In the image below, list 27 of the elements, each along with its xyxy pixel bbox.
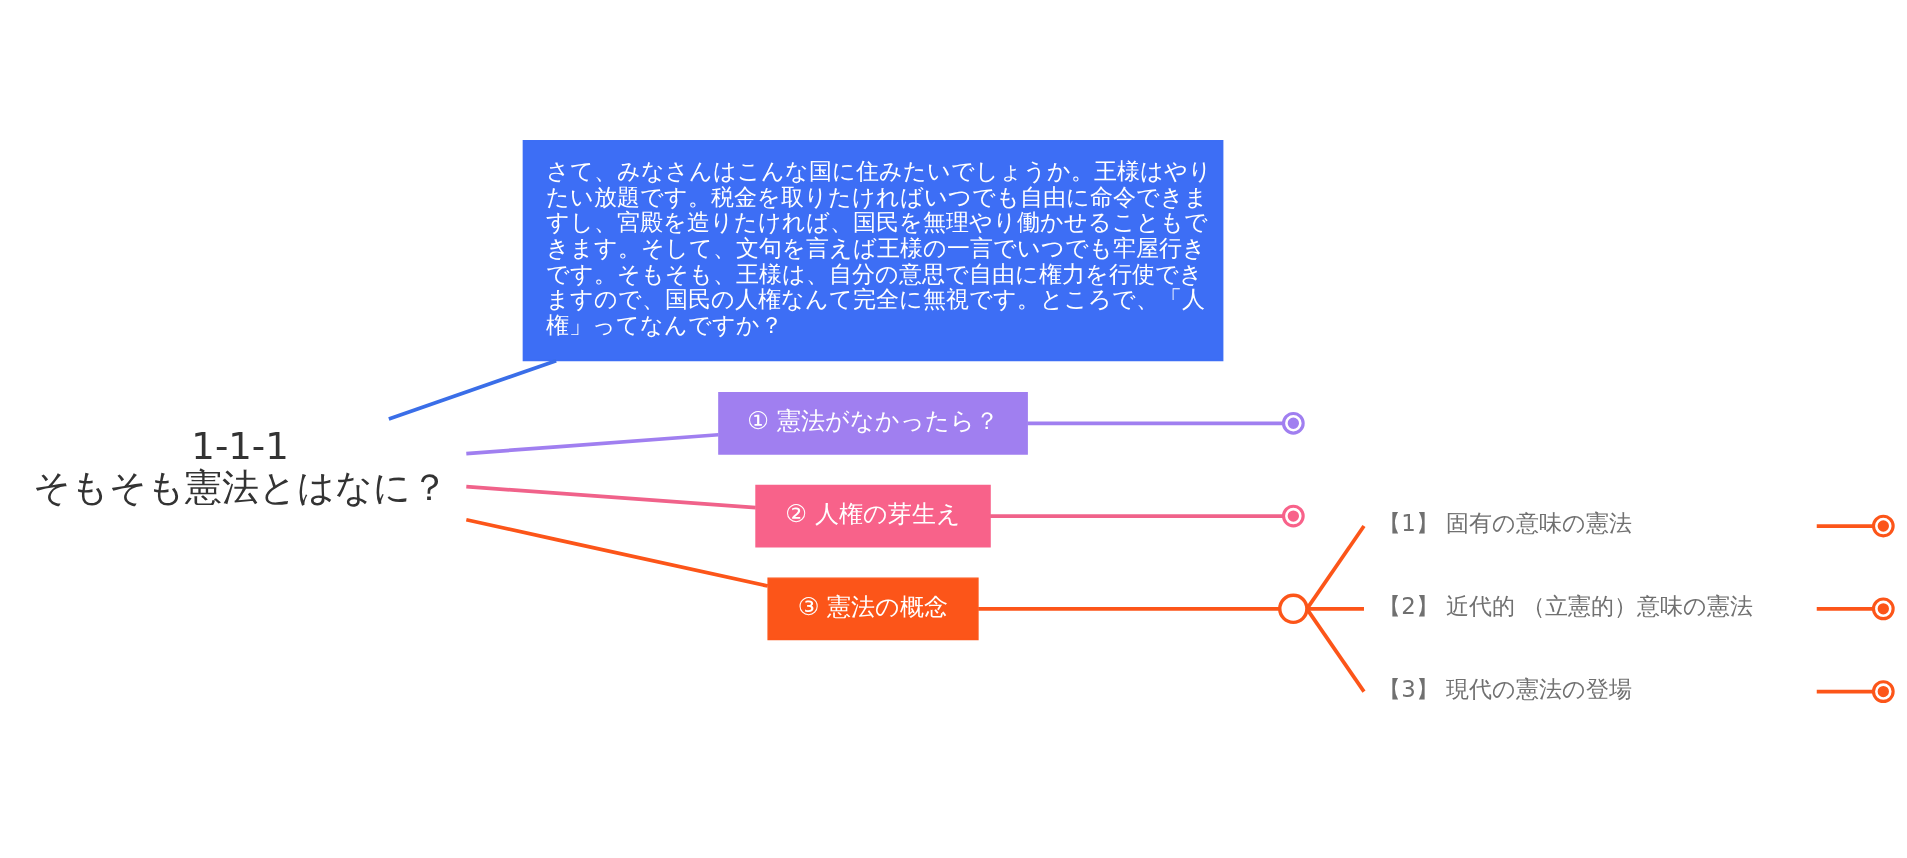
node-circle	[1871, 597, 1895, 621]
node-box: ② 人権の芽生え	[755, 484, 991, 548]
node-circle	[1281, 504, 1305, 528]
connector	[1027, 421, 1284, 426]
connector	[1305, 607, 1366, 693]
connector	[388, 358, 557, 421]
connector	[1816, 606, 1874, 611]
connector	[466, 432, 719, 456]
connector	[1816, 689, 1874, 694]
node-text: 【3】 現代の憲法の登場	[1378, 676, 1633, 703]
node-circle	[1281, 411, 1305, 435]
node-box: ③ 憲法の概念	[767, 577, 979, 641]
connector	[1305, 525, 1366, 610]
connector	[1816, 524, 1874, 528]
connector	[466, 484, 756, 510]
node-circle	[1278, 593, 1309, 625]
node-circle	[1871, 514, 1895, 538]
node-text: 【2】 近代的 （立憲的）意味の憲法	[1378, 593, 1754, 620]
node-text: 【1】 固有の意味の憲法	[1378, 510, 1633, 537]
connector	[990, 514, 1284, 518]
connector	[1306, 606, 1364, 611]
node-box: さて、みなさんはこんな国に住みたいでしょうか。王様はやりたい放題です。税金を取りたければいつでも自由に命令できますし、宮殿を造りたければ、国民を無理やり働かせることもできます。そして、文句を言えば王様の一言でいつでも牢屋行きです。そもそも、王様は、自分の意思で自由に権力を行使できますので、国民の人権なんて完全に無視です。ところで、「人権」ってなんですか？	[522, 140, 1224, 362]
connector	[978, 606, 1280, 611]
connector	[465, 517, 769, 588]
node-box: ① 憲法がなかったら？	[718, 391, 1028, 455]
node-text: 1-1-1 そもそも憲法とはなに？	[32, 424, 448, 510]
node-circle	[1871, 680, 1895, 703]
